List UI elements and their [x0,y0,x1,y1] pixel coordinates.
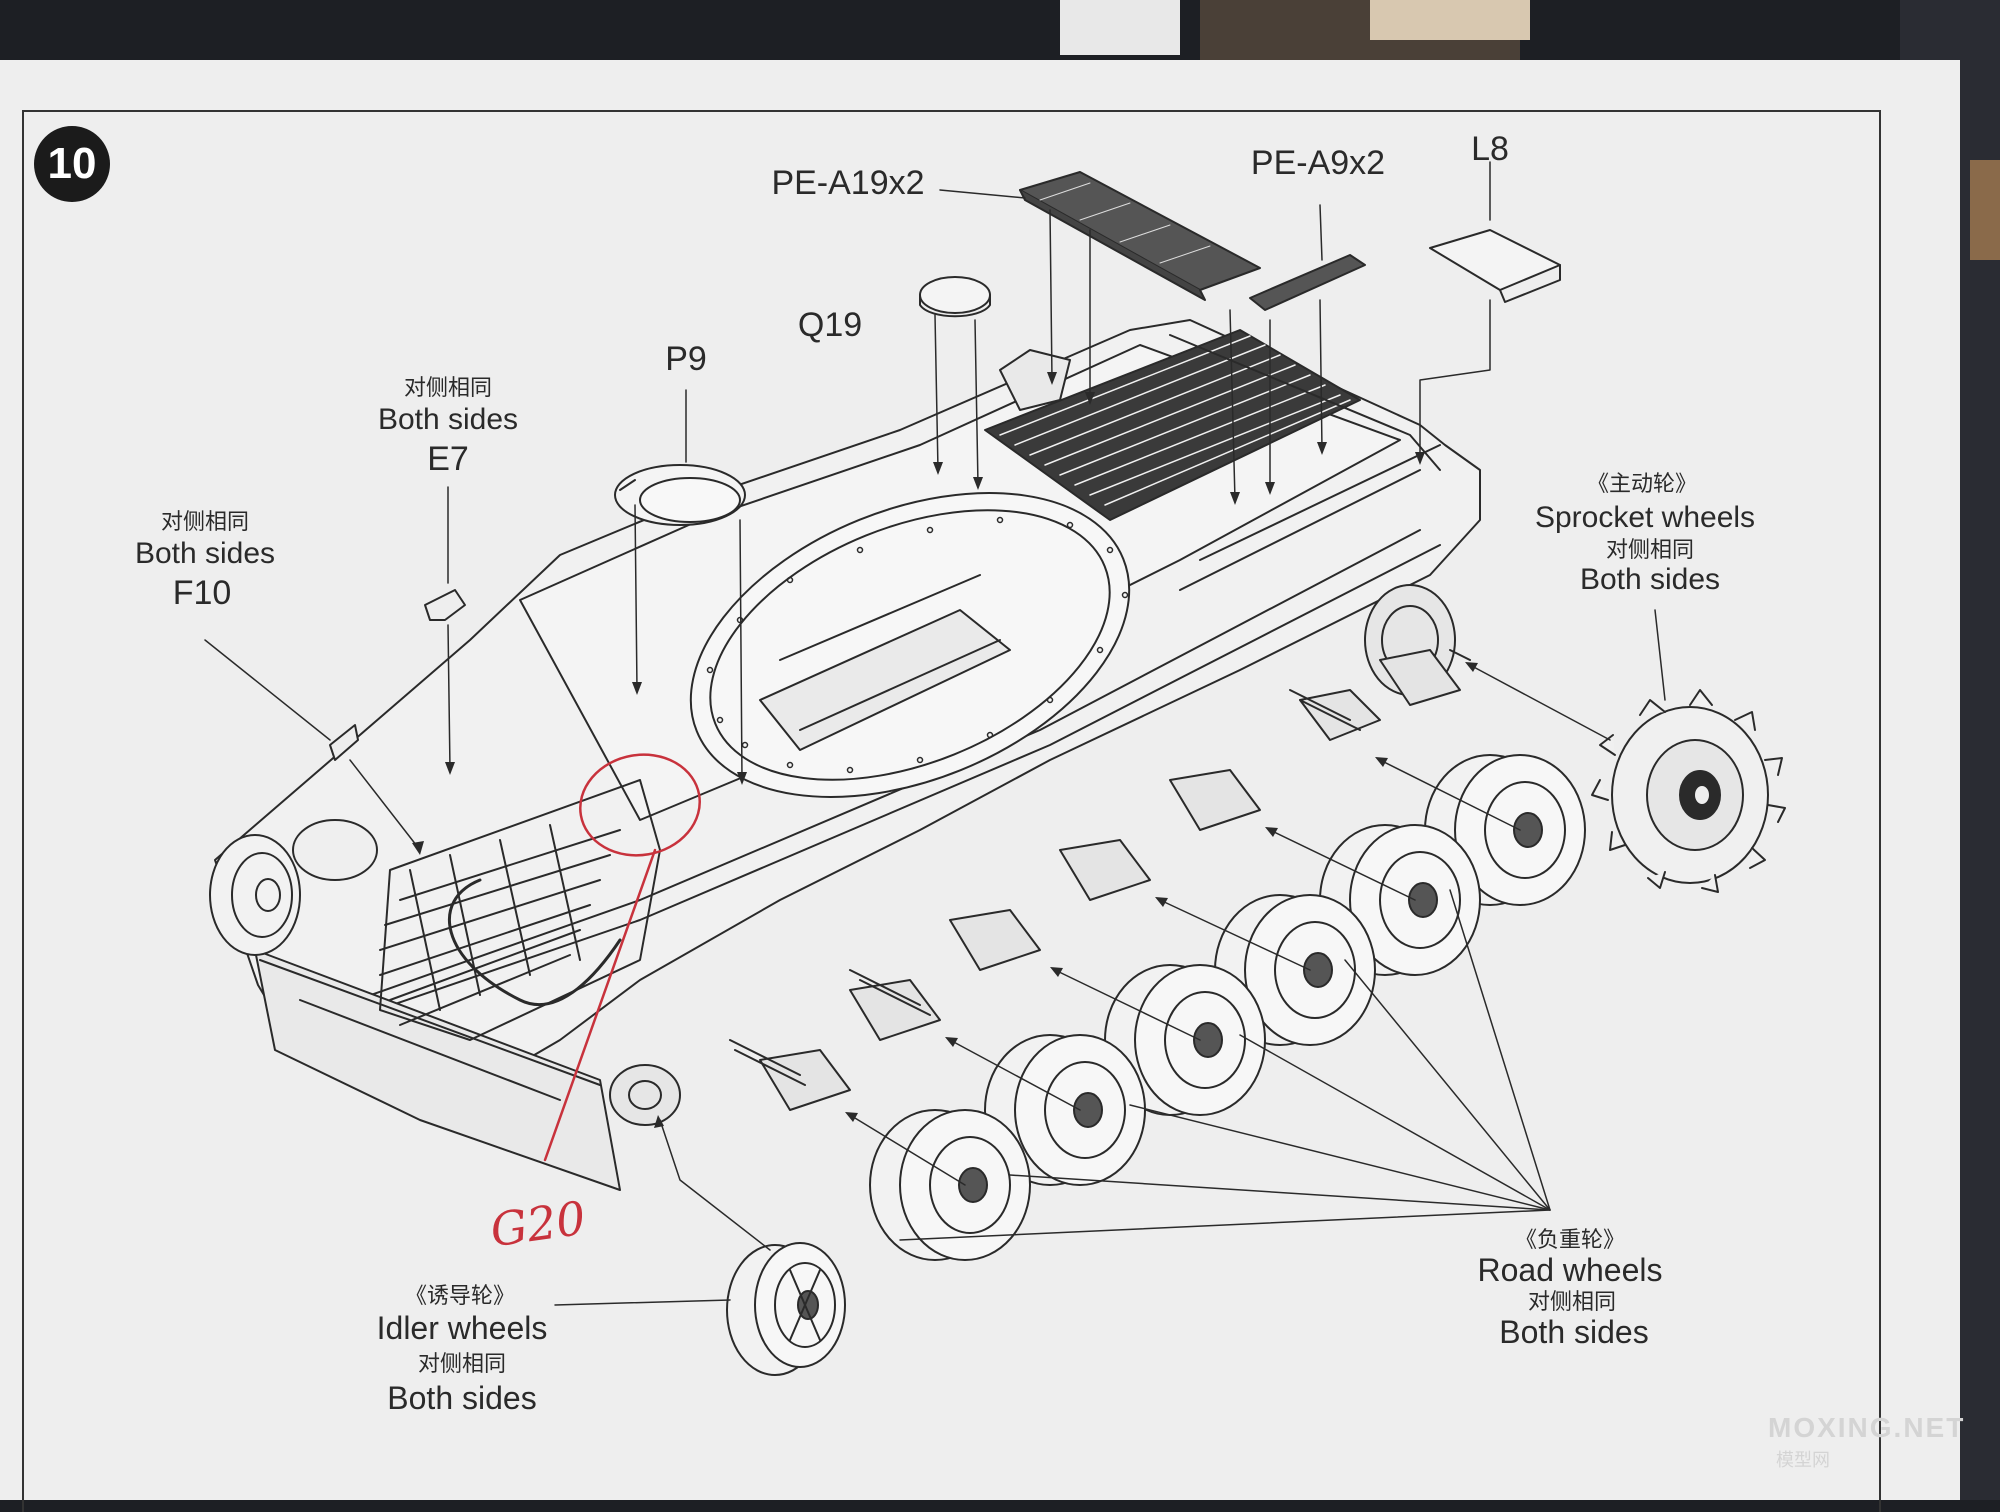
label-idler-en: Both sides [387,1380,537,1416]
watermark-sub: 模型网 [1776,1450,1830,1470]
page-border [22,110,1881,1512]
leader-lines [204,161,1666,1306]
label-sprocket-en: Both sides [1579,563,1721,596]
label-f10-part: F10 [172,574,232,612]
handwritten-note: G20 [487,1190,589,1258]
handwritten-red-circle [543,753,701,1162]
label-pe-a9: PE-A9x2 [1250,144,1386,182]
label-e7-part: E7 [427,440,469,478]
q19-hatch [919,276,991,318]
label-e7-en: Both sides [377,403,519,436]
label-p9: P9 [665,340,707,378]
l8-bracket [1429,229,1561,291]
label-road-en-title: Road wheels [1477,1252,1663,1288]
label-sprocket-zh-title: 《主动轮》 [1586,471,1698,496]
label-sprocket-zh: 对侧相同 [1605,537,1695,562]
step-number-badge: 10 [34,126,110,202]
label-pe-a19: PE-A19x2 [771,164,925,202]
label-road-zh: 对侧相同 [1527,1289,1617,1314]
e7-part [424,589,466,621]
pe-a19-mesh [1019,171,1261,291]
f10-part [329,724,359,761]
label-road-zh-title: 《负重轮》 [1514,1227,1626,1252]
label-f10-en: Both sides [134,537,276,570]
label-q19: Q19 [797,306,863,344]
watermark: MOXING.NET [1768,1412,1966,1443]
idler-wheel [726,1242,846,1376]
p9-cover [614,464,746,526]
road-wheels [869,754,1586,1261]
sprocket-wheel [1591,689,1786,893]
label-e7-zh: 对侧相同 [403,375,493,400]
label-f10-zh: 对侧相同 [160,509,250,534]
label-sprocket-en-title: Sprocket wheels [1534,501,1756,534]
arrow-heads [412,372,1478,1128]
road-wheel-6 [869,1109,1031,1261]
label-idler-zh: 对侧相同 [417,1351,507,1376]
tank-hull [209,319,1481,1191]
label-idler-en-title: Idler wheels [376,1310,548,1346]
pe-a9-strip [1249,254,1366,311]
label-idler-zh-title: 《诱导轮》 [404,1283,516,1308]
label-l8: L8 [1471,130,1509,168]
label-road-en: Both sides [1499,1314,1649,1350]
